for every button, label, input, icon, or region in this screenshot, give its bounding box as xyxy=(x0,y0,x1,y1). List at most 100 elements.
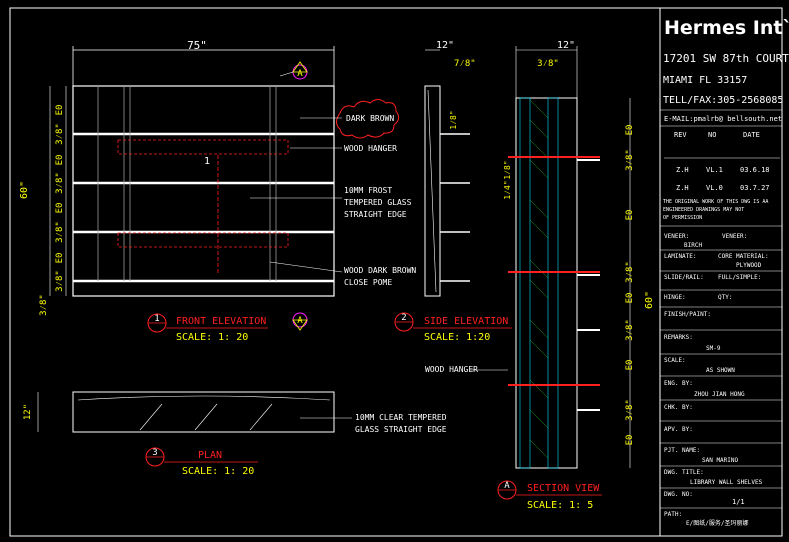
plan-glass-label-2: GLASS STRAIGHT EDGE xyxy=(355,425,447,434)
svg-text:APV. BY:: APV. BY: xyxy=(664,426,693,433)
front-left-dim: E0 xyxy=(55,105,65,116)
dark-brown-label: DARK BROWN xyxy=(346,114,394,123)
svg-text:FULL/SIMPLE:: FULL/SIMPLE: xyxy=(718,274,761,281)
svg-text:DWG. TITLE:: DWG. TITLE: xyxy=(664,469,704,476)
notice-line: OF PERMISSION xyxy=(663,215,702,221)
section-outline xyxy=(515,97,578,469)
plan-title: PLAN xyxy=(198,450,222,461)
plan-scale: SCALE: 1: 20 xyxy=(182,466,254,477)
side-sub-dim: 7⁄8" xyxy=(454,59,476,69)
svg-text:REV: REV xyxy=(674,131,687,139)
section-right-dim: E0 xyxy=(625,125,635,136)
section-right-dim: E0 xyxy=(625,360,635,371)
side-mid-dim: 1⁄8" xyxy=(449,110,458,129)
wood-hanger-red xyxy=(117,139,289,155)
address-line-1: 17201 SW 87th COURT xyxy=(663,52,789,65)
svg-text:ENG. BY:: ENG. BY: xyxy=(664,380,693,387)
svg-text:FINISH/PAINT:: FINISH/PAINT: xyxy=(664,311,711,318)
svg-text:REMARKS:: REMARKS: xyxy=(664,334,693,341)
section-left-dim: 1⁄4" xyxy=(503,180,512,199)
svg-text:1: 1 xyxy=(154,314,159,324)
svg-text:LIBRARY WALL SHELVES: LIBRARY WALL SHELVES xyxy=(690,479,763,486)
pome-label-2: CLOSE POME xyxy=(344,278,392,287)
glass-label-1: 10MM FROST xyxy=(344,186,392,195)
section-view-scale: SCALE: 1: 5 xyxy=(527,500,593,511)
company-name: Hermes Int`l xyxy=(664,17,789,39)
side-elevation-title: SIDE ELEVATION xyxy=(424,316,508,327)
wood-hanger-label: WOOD HANGER xyxy=(344,144,397,153)
svg-text:2: 2 xyxy=(401,313,406,323)
svg-text:HINGE:: HINGE: xyxy=(664,294,686,301)
front-left-dim: E0 xyxy=(55,203,65,214)
section-right-dim: 3⁄8" xyxy=(625,319,635,341)
side-width-dim: 12" xyxy=(436,40,454,51)
dark-brown-cloud xyxy=(336,99,400,139)
rev-row: Z.H xyxy=(676,166,689,174)
glass-label-3: STRAIGHT EDGE xyxy=(344,210,407,219)
svg-text:CORE MATERIAL:: CORE MATERIAL: xyxy=(718,253,769,260)
pome-label-1: WOOD DARK BROWN xyxy=(344,266,416,275)
plan-outline xyxy=(72,391,335,433)
front-elevation-title: FRONT ELEVATION xyxy=(176,316,266,327)
section-right-dim: 3⁄8" xyxy=(625,261,635,283)
svg-text:3: 3 xyxy=(152,448,157,458)
section-right-dim: 3⁄8" xyxy=(625,149,635,171)
plan-glass-label-1: 10MM CLEAR TEMPERED xyxy=(355,413,447,422)
svg-text:A: A xyxy=(504,481,510,491)
side-elevation-scale: SCALE: 1:20 xyxy=(424,332,490,343)
email: E-MAIL:pmalrb@ bellsouth.net xyxy=(664,115,782,123)
section-side-dim: 60" xyxy=(644,291,655,309)
svg-text:VENEER:: VENEER: xyxy=(722,233,747,240)
side-elevation: 12" 7⁄8" 1⁄8" 2 SIDE ELEVATION SCALE: 1:… xyxy=(394,40,512,343)
wood-hanger-red xyxy=(117,232,289,248)
svg-text:1/1: 1/1 xyxy=(732,498,745,506)
title-block: Hermes Int`l 17201 SW 87th COURT MIAMI F… xyxy=(659,7,789,537)
plan-view: 12" 10MM CLEAR TEMPERED GLASS STRAIGHT E… xyxy=(23,391,447,477)
section-left-dim: 1⁄8" xyxy=(503,160,512,179)
section-right-dim: E0 xyxy=(625,435,635,446)
section-sub-dim: 3⁄8" xyxy=(537,59,559,69)
section-right-dim: 3⁄8" xyxy=(625,399,635,421)
front-bottom-dim: 3⁄8" xyxy=(39,294,49,316)
rev-row: 03.6.18 xyxy=(740,166,770,174)
front-left-dim: E0 xyxy=(55,155,65,166)
svg-text:SAN MARINO: SAN MARINO xyxy=(702,457,739,464)
section-tag-top: A xyxy=(279,61,308,80)
front-left-dim: 3⁄8" xyxy=(55,172,65,194)
svg-text:CHK. BY:: CHK. BY: xyxy=(664,404,693,411)
front-left-dim: 3⁄8" xyxy=(55,270,65,292)
front-left-dim: 3⁄8" xyxy=(55,221,65,243)
front-left-dim: E0 xyxy=(55,253,65,264)
side-outline xyxy=(424,85,441,297)
front-outline xyxy=(72,85,335,297)
svg-text:A: A xyxy=(297,316,303,326)
section-view: 12" 3⁄8" E0 xyxy=(425,40,655,511)
address-line-2: MIAMI FL 33157 xyxy=(663,75,747,86)
section-hanger-label: WOOD HANGER xyxy=(425,365,478,374)
rev-row: VL.1 xyxy=(706,166,723,174)
plan-height-dim: 12" xyxy=(23,404,33,420)
svg-text:DWG. NO:: DWG. NO: xyxy=(664,491,693,498)
svg-text:PATH:: PATH: xyxy=(664,511,682,518)
glass-label-2: TEMPERED GLASS xyxy=(344,198,412,207)
svg-text:PJT. NAME:: PJT. NAME: xyxy=(664,447,700,454)
svg-text:SCALE:: SCALE: xyxy=(664,357,686,364)
svg-text:AS SHOWN: AS SHOWN xyxy=(706,367,735,374)
section-view-title: SECTION VIEW xyxy=(527,483,600,494)
svg-text:1: 1 xyxy=(204,156,210,167)
rev-row: 03.7.27 xyxy=(740,184,770,192)
svg-text:SM-9: SM-9 xyxy=(706,345,721,352)
section-right-dim: E0 xyxy=(625,293,635,304)
svg-text:ZHOU JIAN HONG: ZHOU JIAN HONG xyxy=(694,391,745,398)
section-tag-bottom: A xyxy=(292,312,308,331)
svg-text:LAMINATE:: LAMINATE: xyxy=(664,253,697,260)
svg-text:A: A xyxy=(297,69,303,79)
rev-row: Z.H xyxy=(676,184,689,192)
section-right-dim: E0 xyxy=(625,210,635,221)
section-width-dim: 12" xyxy=(557,40,575,51)
telephone: TELL/FAX:305-2568085 xyxy=(663,95,783,106)
svg-text:60": 60" xyxy=(19,181,30,199)
svg-text:BIRCH: BIRCH xyxy=(684,242,702,249)
